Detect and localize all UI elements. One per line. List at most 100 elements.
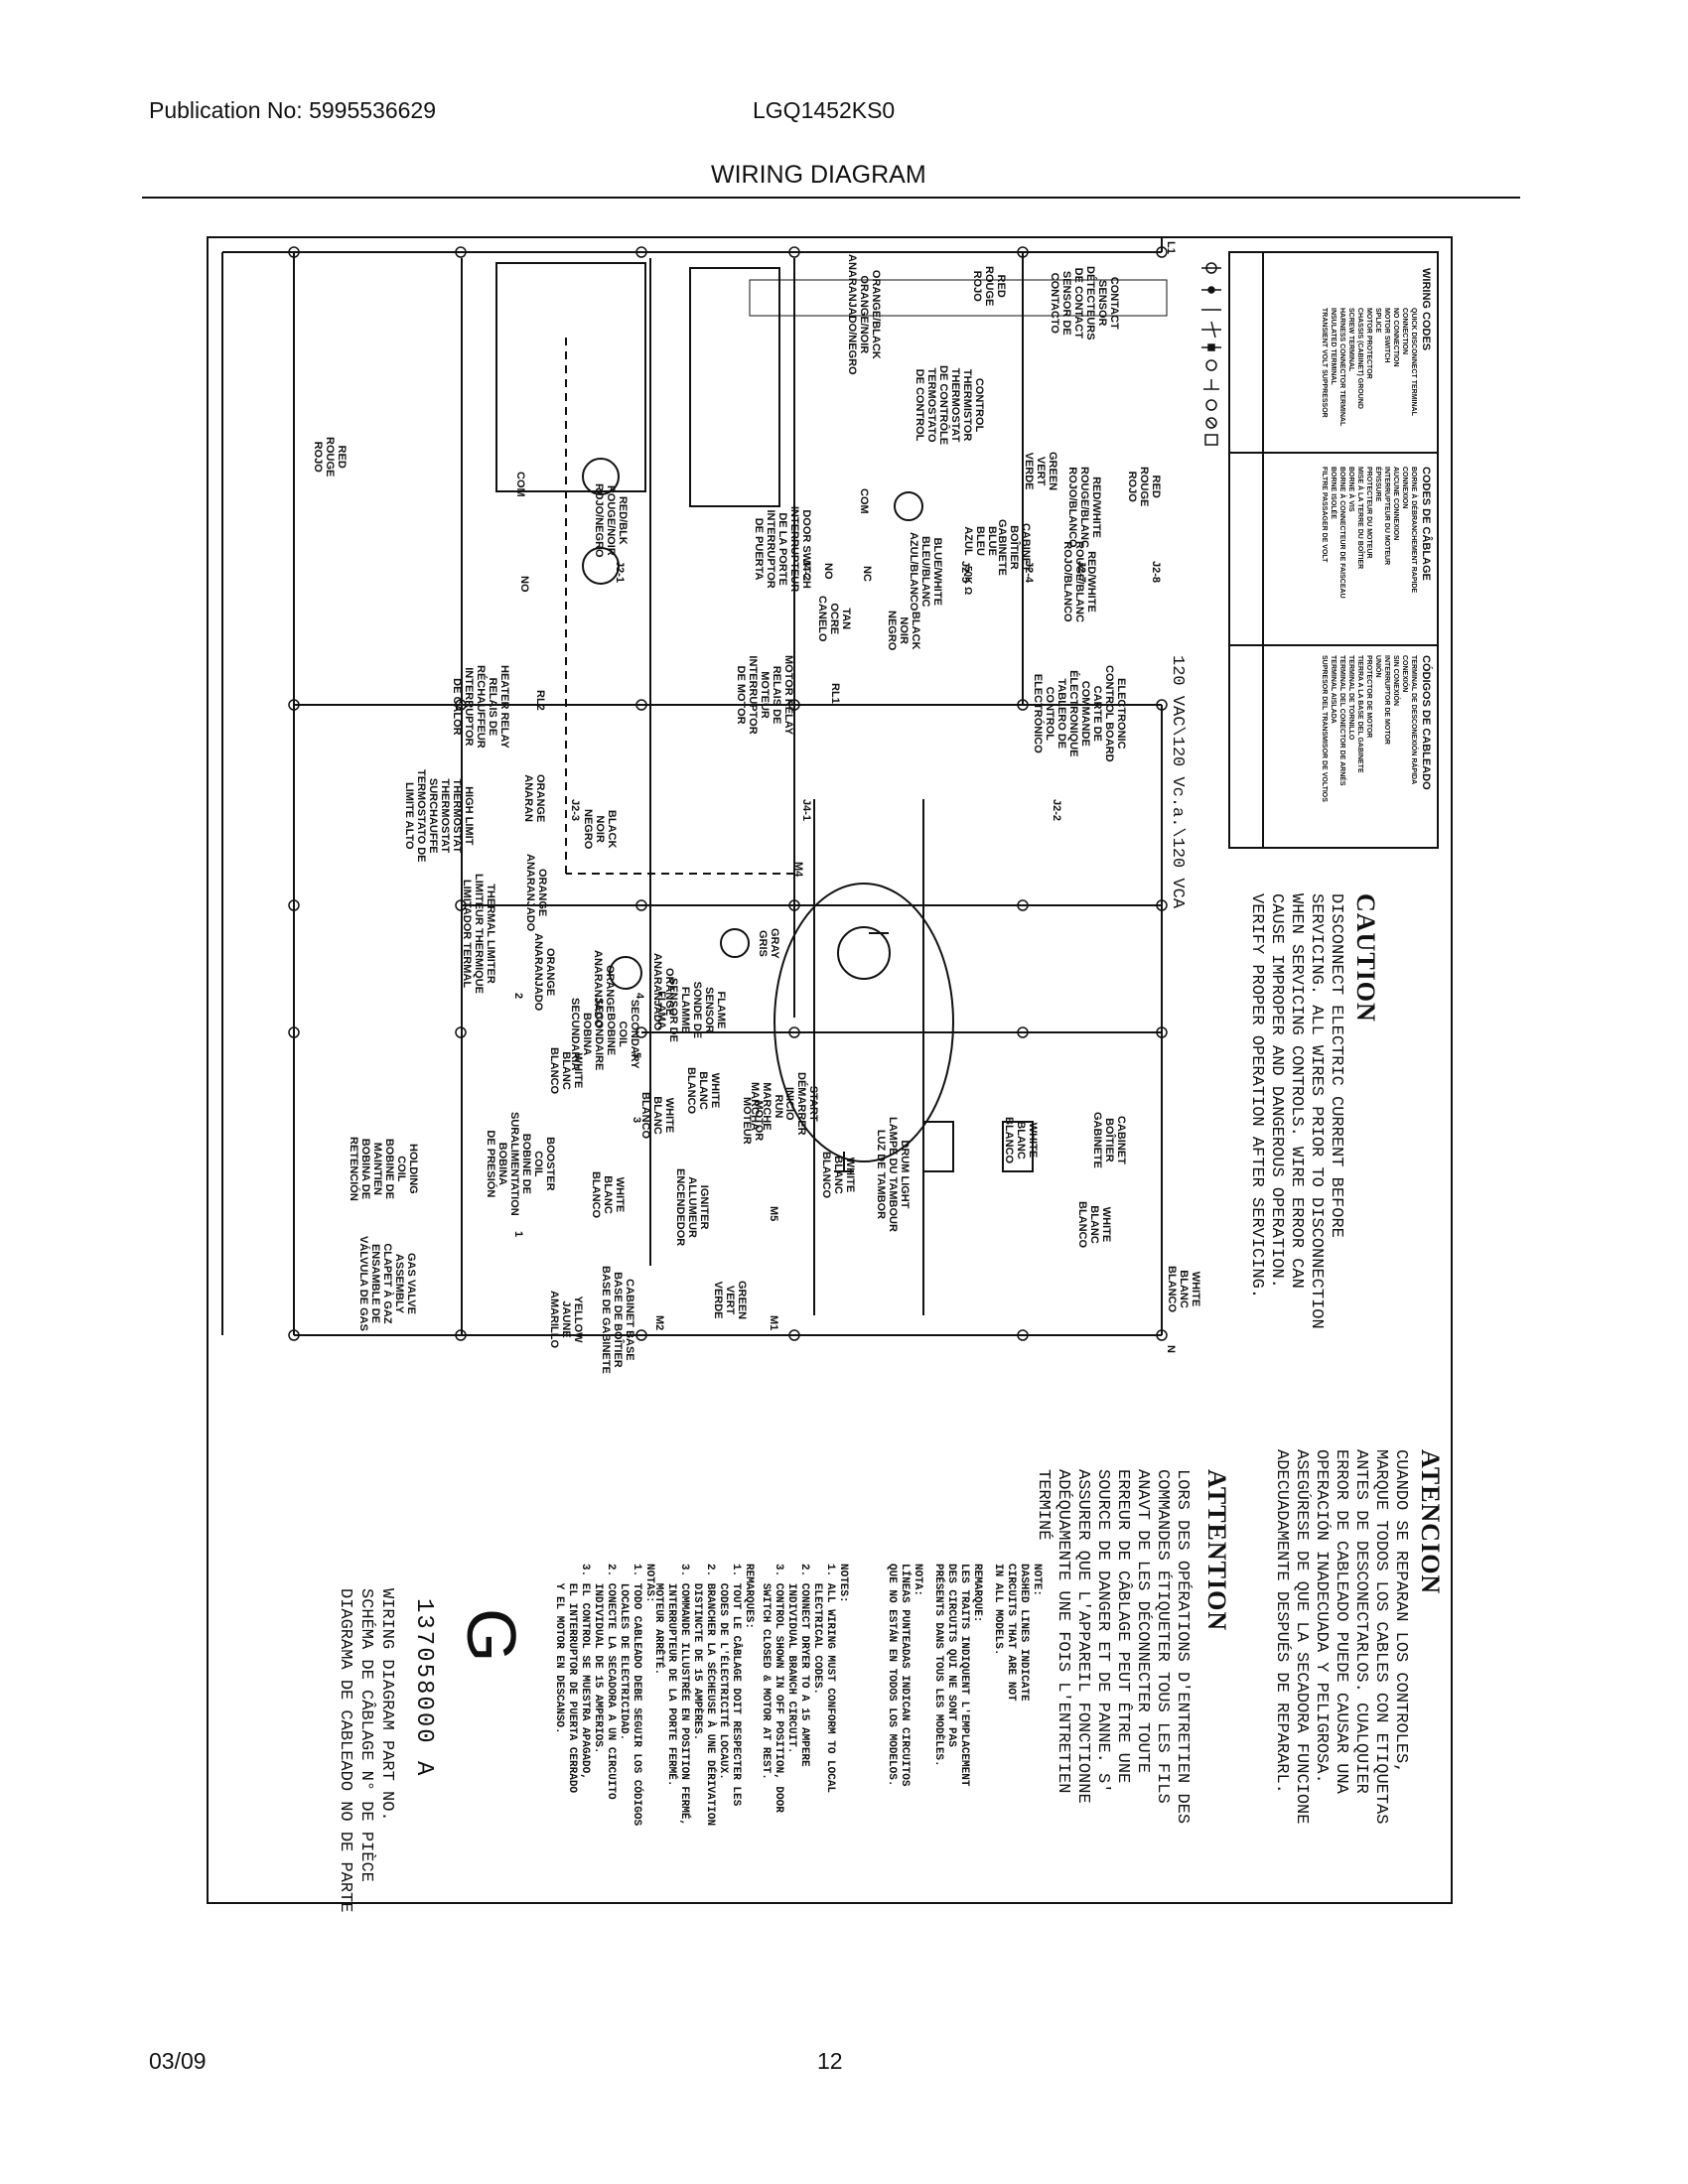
codes-rows-fr: BORNE À DÉBRANCHEMENT RAPIDE CONNEXION A… [1321, 467, 1417, 599]
wire-white-1: WHITE BLANC BLANCO [1003, 1117, 1039, 1164]
j4-1-label: J4-1 [800, 799, 812, 822]
j2-8-label: J2-8 [1150, 561, 1162, 584]
footer-page-number: 12 [817, 2048, 843, 2074]
igniter-label: IGNITER ALLUMEUR ENCENDEDOR [674, 1168, 710, 1247]
wire-orange-2: ORANGE ANARANJADO [532, 933, 556, 1012]
rl1-label: RL1 [829, 683, 841, 704]
codes-rows-en: QUICK DISCONNECT TERMINAL CONNECTION NO … [1321, 308, 1417, 427]
wire-white-5: WHITE BLANC BLANCO [639, 1092, 675, 1140]
terminal-2: 2 [512, 993, 524, 1000]
terminal-1: 1 [512, 1231, 524, 1238]
terminal-4: 4 [633, 993, 645, 1000]
wire-orange-1: ORANGE ANARANJADO [524, 854, 548, 932]
wire-black-1: BLACK NOIR NEGRO [886, 611, 921, 651]
page-title: WIRING DIAGRAM [711, 161, 926, 189]
j2-1-label: J2-1 [614, 561, 626, 584]
attention-title: ATTENTION [1202, 1469, 1231, 1632]
code-symbols [1201, 262, 1221, 446]
j2-4-label: J2-4 [1023, 561, 1035, 584]
j2-7-label: J2-7 [1075, 561, 1087, 584]
nc-label: NC [861, 566, 873, 582]
diagram-frame: WIRING CODES CODES DE CÂBLAGE CÓDIGOS DE… [207, 236, 1453, 1912]
j2-3-label: J2-3 [569, 799, 581, 822]
wire-red-white-1: RED/WHITE ROUGE/BLANC ROJO/BLANCO [1066, 467, 1102, 548]
voltage-label: 120 VAC\120 Vc.a.\120 VCA [1168, 655, 1187, 909]
wire-white-7: WHITE BLANC BLANCO [1166, 1266, 1201, 1313]
heater-relay-label: HEATER RELAY RELAIS DE RÉCHAUFFEUR INTER… [451, 665, 510, 749]
j4-2-label: J4-2 [800, 559, 812, 582]
codes-header-en: WIRING CODES [1420, 268, 1432, 351]
wire-orange-black: ORANGE/BLACK ORANGE/NOIR ANARANJADO/NEGR… [846, 254, 882, 375]
cabinet-ground-label-2: CABINET BOÎTIER GABINETE [1091, 1112, 1127, 1168]
com-label-2: COM [514, 472, 526, 497]
model-number: LGQ1452KS0 [753, 97, 896, 123]
part-number: 137058000 A [410, 1598, 437, 1778]
wire-red-2: RED ROUGE ROJO [1126, 467, 1162, 507]
flame-sensor-label: FLAME SENSOR SONDE DE FLAMME SENSOR DE F… [655, 978, 727, 1042]
no-label-1: NO [822, 563, 834, 580]
n-terminal-label: N [1165, 1345, 1177, 1353]
gas-valve-label: GAS VALVE ASSEMBLY CLAPET À GAZ ENSAMBLE… [357, 1236, 417, 1331]
wire-white-6: WHITE BLANC BLANCO [590, 1171, 626, 1219]
codes-header-fr: CODES DE CÂBLAGE [1420, 467, 1432, 581]
wire-red-3: RED ROUGE ROJO [312, 437, 348, 478]
j2-2-label: J2-2 [1051, 799, 1062, 822]
holding-coil-label: HOLDING COIL BOBINE DE MAINTIEN BOBINA D… [348, 1137, 419, 1201]
wire-blue: BLUE BLEU AZUL [962, 526, 998, 556]
booster-coil-label: BOOSTER COIL BOBINE DE SURALIMENTATION B… [485, 1112, 556, 1216]
footer-date: 03/09 [149, 2048, 207, 2074]
contact-sensor-label: CONTACT SENSOR DÉTECTEURS DE CONTACT SEN… [1049, 266, 1120, 341]
notes-es: NOTAS: 1. TODO CABLEADO DEBE SEGUIR LOS … [553, 1564, 655, 1827]
codes-rows-es: TERMINAL DE DESCONEXIÓN RÁPIDA CONEXIÓN … [1321, 655, 1417, 802]
board-edge [749, 279, 1168, 317]
caution-text: DISCONNECT ELECTRIC CURRENT BEFORE SERVI… [1247, 893, 1345, 1329]
part-number-label: WIRING DIAGRAM PART NO. SCHÉMA DE CÂBLAG… [336, 1588, 396, 1913]
codes-table [1228, 251, 1439, 849]
drum-light-label: DRUM LIGHT LAMPE DU TAMBOUR LUZ DE TAMBO… [875, 1117, 911, 1232]
wire-tan: TAN OCRE CANELO [816, 596, 852, 642]
motor-relay-label: MOTOR RELAY RELAIS DE MOTEUR INTERRUPTOR… [735, 655, 794, 736]
terminal-5: 5 [631, 1052, 642, 1059]
com-label-1: COM [858, 488, 870, 514]
wire-green-1: GREEN VERT VERDE [1023, 452, 1058, 491]
j2-5-label: J2-5 [959, 561, 971, 584]
note-nota: NOTA: LÍNEAS PUNTEADAS INDICAN CIRCUITOS… [886, 1564, 923, 1787]
header-rule [142, 197, 1520, 199]
l1-terminal-label: L1 [1165, 241, 1177, 254]
wire-orange-anaran: ORANGE ANARAN [522, 774, 546, 823]
wire-white-3: WHITE BLANC BLANCO [820, 1152, 856, 1199]
wire-black-2: BLACK NOIR NEGRO [582, 809, 618, 850]
wire-blue-white: BLUE/WHITE BLEU/BLANC AZUL/BLANCO [908, 532, 943, 612]
codes-header-es: CÓDIGOS DE CABLEADO [1420, 655, 1432, 790]
rl2-label: RL2 [534, 690, 546, 711]
wire-green-2: GREEN VERT VERDE [712, 1281, 748, 1320]
thermal-limiter-label: THERMAL LIMITER LIMITEUR THERMIQUE LIMIT… [461, 874, 496, 994]
thermistor-label: CONTROL THERMISTOR THERMOSTAT DE CONTRÔL… [914, 365, 985, 446]
wire-white-4: WHITE BLANC BLANCO [685, 1067, 721, 1115]
wire-red-1: RED ROUGE ROJO [971, 266, 1007, 307]
note-dashed: NOTE: DASHED LINES INDICATE CIRCUITS THA… [992, 1564, 1043, 1702]
motor-start-label: START DÉMARRER INICIO [783, 1072, 819, 1136]
ground-symbols [834, 932, 889, 1172]
board-box [689, 267, 780, 507]
publication-number: Publication No: 5995536629 [149, 97, 437, 123]
wire-yellow: YELLOW JAUNE AMARILLO [548, 1291, 584, 1349]
m2-label: M2 [653, 1315, 665, 1331]
attention-text: LORS DES OPÉRATIONS D'ENTRETIEN DES COMM… [1034, 1469, 1192, 1825]
wiring-schematic [221, 238, 1439, 1341]
m1-label: M1 [768, 1315, 779, 1331]
m5-label: M5 [768, 1206, 779, 1222]
cabinet-base-label: CABINET BASE BASE DE BOÎTIER BASE DE GAB… [600, 1266, 635, 1374]
wire-gray: GRAY GRIS [757, 928, 780, 959]
high-limit-label: HIGH LIMIT THERMOSTAT THERMOSTAT SURCHAU… [403, 769, 475, 863]
caution-title: CAUTION [1351, 893, 1380, 1023]
no-label-2: NO [518, 576, 530, 593]
atencion-title: ATENCION [1416, 1449, 1445, 1595]
atencion-text: CUANDO SE REPARAN LOS CONTROLES, MARQUE … [1272, 1449, 1410, 1825]
motor-symbol [837, 926, 891, 980]
notes-fr: REMARQUES: 1. TOUT LE CÂBLAGE DOIT RESPE… [652, 1564, 755, 1827]
notes-en: NOTES: 1. ALL WIRING MUST CONFORM TO LOC… [760, 1564, 849, 1813]
wire-white-2: WHITE BLANC BLANCO [1076, 1201, 1112, 1249]
revision-letter: G [453, 1608, 530, 1663]
wire-white-8: WHITE BLANC BLANCO [548, 1047, 584, 1095]
